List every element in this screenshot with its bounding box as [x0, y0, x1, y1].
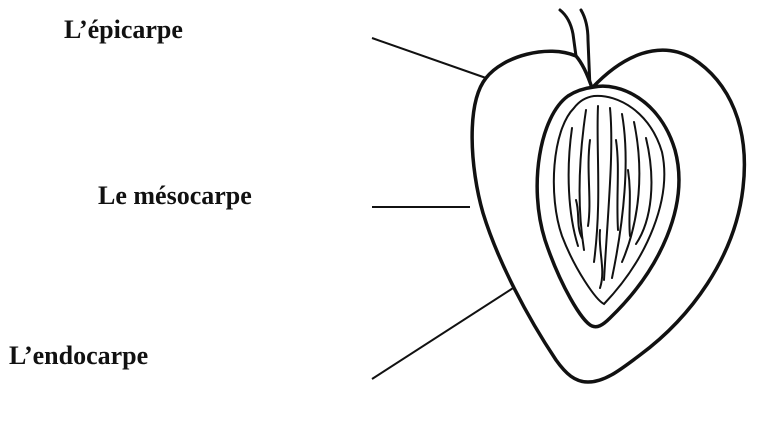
leader-line-epicarp [372, 38, 486, 78]
